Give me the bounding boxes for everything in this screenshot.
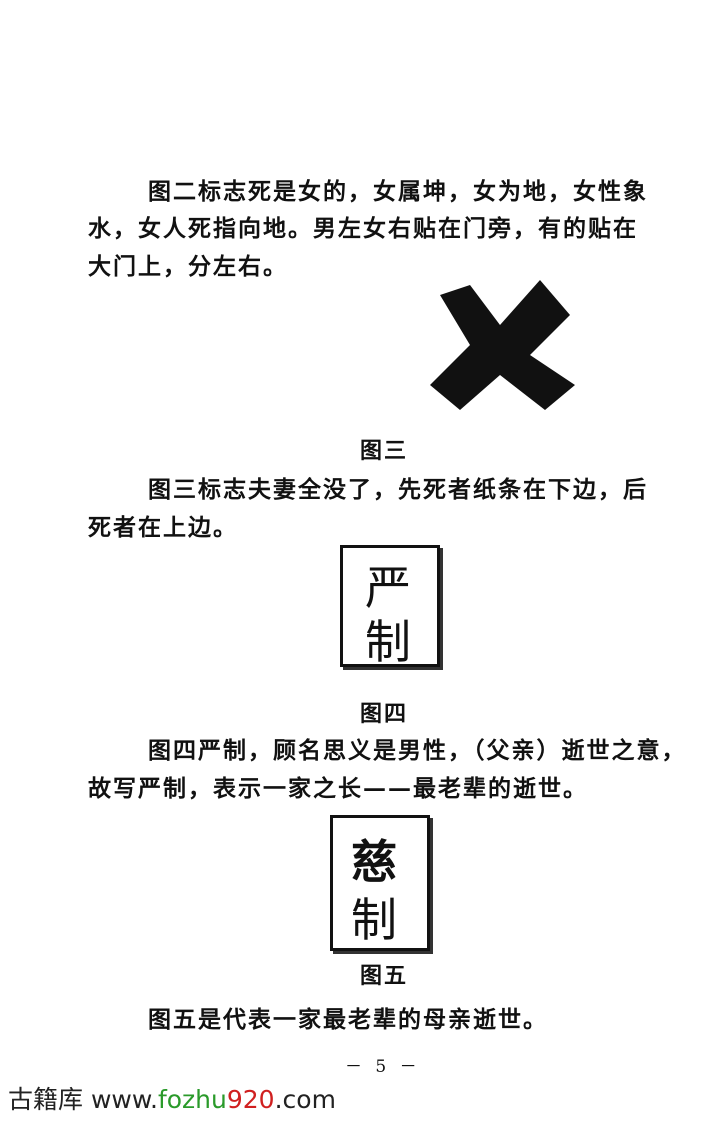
paragraph-line: 图二标志死是女的，女属坤，女为地，女性象	[148, 178, 648, 205]
cross-figure	[430, 280, 575, 410]
box-char: 慈	[351, 835, 397, 889]
paragraph-line: 图五是代表一家最老辈的母亲逝世。	[148, 1006, 548, 1033]
page-number: － 5 －	[345, 1057, 421, 1077]
paragraph-line: 图四严制，顾名思义是男性，（父亲）逝世之意，	[148, 737, 687, 764]
paragraph-line: 图三标志夫妻全没了，先死者纸条在下边，后	[148, 476, 648, 503]
paragraph-line: 大门上，分左右。	[88, 253, 288, 280]
watermark: 古籍库 www.fozhu920.com	[8, 1080, 336, 1116]
figure-caption: 图四	[360, 701, 409, 727]
paragraph-line: 死者在上边。	[88, 514, 238, 541]
watermark-suffix: .com	[274, 1085, 336, 1114]
figure-caption: 图三	[360, 438, 409, 464]
cizhi-paper-figure: 慈 制	[330, 815, 430, 951]
paragraph-line: 故写严制，表示一家之长——最老辈的逝世。	[88, 775, 588, 802]
watermark-red: 920	[226, 1085, 275, 1114]
box-char: 严	[365, 561, 411, 615]
box-char: 制	[365, 615, 411, 669]
yanzhi-paper-figure: 严 制	[340, 545, 440, 669]
watermark-prefix: 古籍库 www.	[8, 1085, 158, 1114]
paragraph-line: 水，女人死指向地。男左女右贴在门旁，有的贴在	[88, 215, 638, 242]
watermark-green: fozhu	[157, 1085, 227, 1114]
figure-caption: 图五	[360, 963, 409, 989]
box-char: 制	[351, 893, 397, 947]
